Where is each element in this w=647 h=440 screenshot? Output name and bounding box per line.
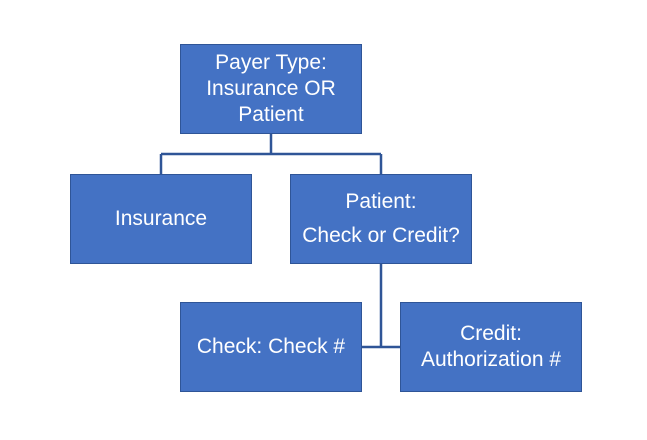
payer-type-line-1: Payer Type:	[215, 51, 327, 74]
payer-type-line-3: Patient	[238, 103, 304, 126]
payer-type-line-2: Insurance OR	[206, 77, 336, 100]
insurance-label: Insurance	[114, 207, 208, 230]
check-node: Check: Check #	[180, 302, 362, 392]
patient-line-2: Check or Credit?	[302, 224, 460, 247]
patient-node: Patient: Check or Credit?	[290, 174, 472, 264]
insurance-node: Insurance	[70, 174, 252, 264]
credit-line-1: Credit:	[460, 322, 522, 345]
patient-line-1: Patient:	[345, 190, 417, 213]
credit-node: Credit: Authorization #	[400, 302, 582, 392]
credit-line-2: Authorization #	[420, 348, 562, 371]
check-label: Check: Check #	[196, 335, 346, 358]
payer-type-node: Payer Type: Insurance OR Patient	[180, 44, 362, 134]
